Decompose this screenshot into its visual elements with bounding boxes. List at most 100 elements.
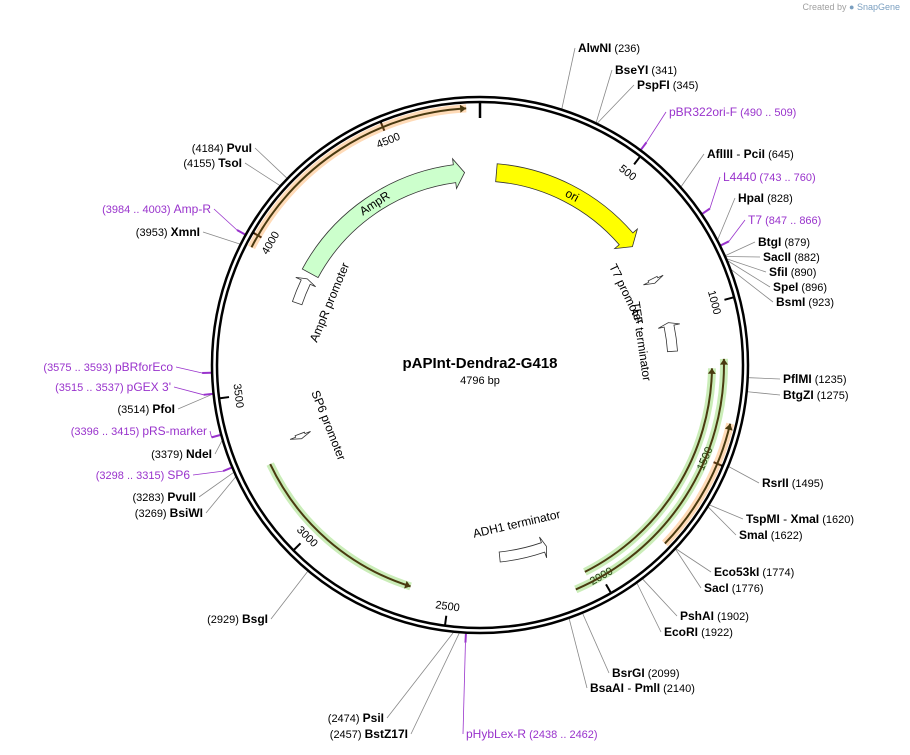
orf-arrowhead [724,423,733,431]
enzyme-line [214,440,223,455]
enzyme-name: PvuII [167,490,196,504]
enzyme-separator: - [780,512,791,526]
primer-name: pBRforEco [115,360,173,374]
enzyme-position: (236) [611,43,640,55]
enzyme-name: PfoI [152,402,175,416]
enzyme-position: (2929) [207,614,242,626]
enzyme-position: (3514) [117,404,152,416]
enzyme-label: Eco53kI (1774) [714,565,794,579]
tick-label: 1000 [705,289,723,316]
enzyme-name: NdeI [186,447,212,461]
enzyme-name: BsiWI [170,506,203,520]
tick-mark [443,615,448,626]
feature-arrow [289,431,311,440]
primer-mark [236,229,246,236]
enzyme-label: TspMI - XmaI (1620) [746,512,854,526]
enzyme-label: PspFI (345) [637,78,698,92]
enzyme-line [254,147,287,179]
enzyme-label: (2474) PsiI [328,711,384,725]
enzyme-line [675,548,712,573]
credit-prefix: Created by [802,2,847,12]
primer-range: (743 .. 760) [756,172,815,184]
enzyme-line [386,632,454,719]
enzyme-line [680,153,705,187]
enzyme-label: (4184) PvuI [192,141,252,155]
primer-label: pBR322ori-F (490 .. 509) [669,105,796,119]
enzyme-line [202,231,240,245]
enzyme-position: (2140) [660,683,695,695]
enzyme-line [561,47,576,109]
orf-arrowhead [404,580,411,589]
enzyme-label: BsrGI (2099) [612,666,680,680]
enzyme-line [717,197,736,240]
enzyme-position: (1902) [714,611,749,623]
orf-line [664,423,732,545]
enzyme-position: (896) [798,282,827,294]
enzyme-line [205,476,236,514]
enzyme-label: BsaAI - PmlI (2140) [590,681,695,695]
enzyme-name: PvuI [227,141,252,155]
enzyme-name: SmaI [739,528,768,542]
enzyme-label: (4155) TsoI [183,156,242,170]
primer-label: T7 (847 .. 866) [748,213,821,227]
enzyme-name: AlwNI [578,41,611,55]
enzyme-lines-layer [173,47,781,735]
primer-name: pHybLex-R [466,727,526,741]
orf-arrowhead [719,358,728,365]
tick-label: 2500 [435,599,461,614]
enzyme-name: BsrGI [612,666,645,680]
enzyme-position: (1774) [759,567,794,579]
primer-line [709,176,721,209]
enzyme-separator: - [733,147,744,161]
enzyme-position: (4155) [183,158,218,170]
primer-line [192,470,224,476]
enzyme-label: PflMI (1235) [783,372,847,386]
primer-name: pBR322ori-F [669,105,737,119]
enzyme-separator: - [624,681,635,695]
enzyme-name: EcoRI [664,625,698,639]
enzyme-label: (3269) BsiWI [135,506,203,520]
enzyme-label: (2457) BstZ17I [330,727,408,741]
primer-mark [203,392,213,396]
primer-line [646,111,667,143]
snapgene-credit: Created by ● SnapGene [802,2,900,12]
tick-mark [218,396,230,400]
orf-line [250,107,467,248]
primer-line [728,219,746,242]
tick-mark [724,296,735,301]
primer-name: L4440 [723,170,757,184]
enzyme-name: PsiI [363,711,384,725]
primer-label: pHybLex-R (2438 .. 2462) [466,727,598,741]
enzyme-position: (1235) [812,374,847,386]
feature-label: SP6 promoter [308,388,348,462]
enzyme-name: BsgI [242,612,268,626]
enzyme-line [726,256,761,258]
enzyme-label: SmaI (1622) [739,528,803,542]
enzyme-line [177,393,213,410]
enzyme-name: BseYI [615,63,648,77]
primer-name: T7 [748,213,762,227]
enzyme-name: XmnI [171,225,200,239]
orf-line [575,358,725,591]
enzyme-line [708,506,737,536]
feature-label: TEF terminator [629,301,655,382]
orf-halo [266,462,412,591]
primer-label: (3575 .. 3593) pBRforEco [43,360,173,374]
enzyme-position: (1776) [729,583,764,595]
tick-label: 3500 [230,383,245,409]
enzyme-name: PshAI [680,609,714,623]
orf-halo [574,358,728,594]
enzyme-line [728,466,760,484]
enzyme-line [675,549,702,589]
enzyme-line [636,583,662,633]
primer-range: (3396 .. 3415) [71,426,143,438]
primer-range: (490 .. 509) [737,107,796,119]
primer-label: (3515 .. 3537) pGEX 3' [55,380,171,394]
tick-mark [605,583,612,594]
enzyme-name: SpeI [773,280,798,294]
enzyme-position: (4184) [192,143,227,155]
enzyme-position: (923) [805,297,834,309]
enzyme-line [748,377,781,380]
plasmid-length: 4796 bp [460,375,500,387]
